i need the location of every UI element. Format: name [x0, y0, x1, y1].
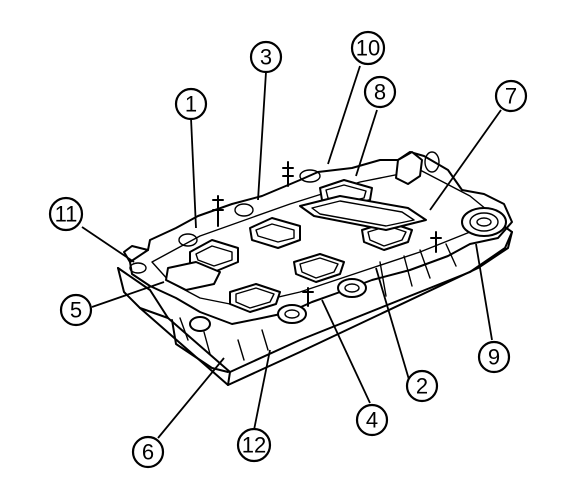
- callout-1-label: 1: [185, 92, 197, 117]
- callout-3-label: 3: [260, 45, 272, 70]
- callout-6-label: 6: [142, 440, 154, 465]
- callout-2: 2: [405, 369, 439, 403]
- callout-5: 5: [59, 293, 93, 327]
- callout-1: 1: [174, 87, 208, 121]
- callout-8: 8: [363, 75, 397, 109]
- callout-4: 4: [355, 403, 389, 437]
- callout-7: 7: [494, 79, 528, 113]
- callout-7-label: 7: [505, 84, 517, 109]
- callout-2-label: 2: [416, 374, 428, 399]
- callout-5-label: 5: [70, 298, 82, 323]
- intake-manifold: [117, 151, 513, 386]
- callout-6: 6: [131, 435, 165, 469]
- callout-3: 3: [249, 40, 283, 74]
- callout-11: 11: [48, 196, 84, 232]
- callout-12-label: 12: [242, 433, 266, 458]
- callout-10-label: 10: [356, 36, 380, 61]
- leader-lines: [81, 65, 502, 439]
- callout-9: 9: [477, 340, 511, 374]
- callout-12: 12: [236, 427, 272, 463]
- callout-11-label: 11: [55, 202, 78, 227]
- callout-4-label: 4: [366, 408, 378, 433]
- callout-8-label: 8: [374, 80, 386, 105]
- callout-10: 10: [350, 30, 386, 66]
- callout-9-label: 9: [488, 345, 500, 370]
